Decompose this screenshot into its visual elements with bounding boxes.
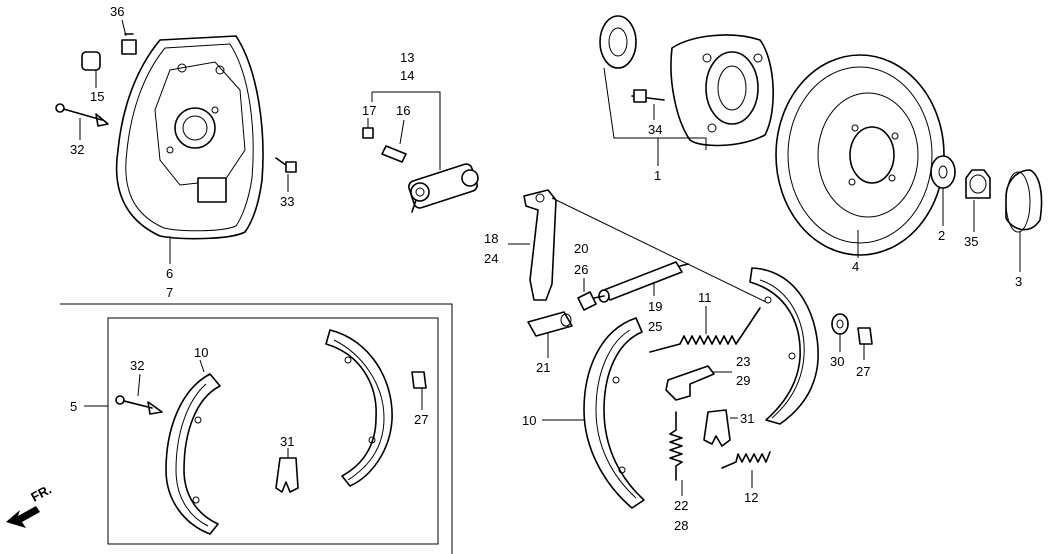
callout-36: 36: [110, 4, 124, 19]
hub-cap-part: [1005, 169, 1043, 233]
callout-23: 23: [736, 354, 750, 369]
callout-30: 30: [830, 354, 844, 369]
callout-24: 24: [484, 251, 498, 266]
adjuster-rod-part: [598, 261, 689, 303]
callout-22: 22: [674, 498, 688, 513]
callout-34: 34: [648, 122, 662, 137]
spring-clip-part: [857, 327, 873, 345]
hub-bearing-part: [670, 34, 774, 147]
callout-31-box: 31: [280, 434, 294, 449]
callout-12: 12: [744, 490, 758, 505]
callout-15: 15: [90, 89, 104, 104]
callout-32-box: 32: [130, 358, 144, 373]
cap-part: [362, 127, 374, 139]
callout-25: 25: [648, 319, 662, 334]
washer-part: [930, 155, 956, 189]
callout-10-box: 10: [194, 345, 208, 360]
mounting-bolt-part: [275, 157, 297, 173]
hub-bolt-part: [631, 89, 665, 103]
spindle-nut-part: [965, 169, 991, 199]
callout-2: 2: [938, 228, 945, 243]
callout-29: 29: [736, 373, 750, 388]
callout-26: 26: [574, 262, 588, 277]
callout-1: 1: [654, 168, 661, 183]
callout-35: 35: [964, 234, 978, 249]
callout-14: 14: [400, 68, 414, 83]
callout-16: 16: [396, 103, 410, 118]
upper-return-spring-part: [649, 307, 761, 353]
brake-shoe-trailing-part: [749, 267, 819, 425]
callout-17: 17: [362, 103, 376, 118]
parking-lever-part: [523, 189, 557, 301]
callout-5: 5: [70, 399, 77, 414]
bleeder-screw-part: [381, 145, 407, 163]
callout-21: 21: [536, 360, 550, 375]
adjuster-lever-part: [665, 365, 715, 401]
front-arrow-icon: [6, 506, 40, 528]
shoe-set-spring-clip-part: [411, 371, 427, 389]
front-direction-label: FR.: [28, 482, 54, 505]
brake-shoe-leading-part: [583, 317, 645, 509]
backing-plate-part: [115, 35, 264, 240]
callout-27-right: 27: [856, 364, 870, 379]
lower-return-spring-part: [669, 411, 683, 481]
hold-down-spring-part: [721, 451, 771, 469]
callout-3: 3: [1015, 274, 1022, 289]
adjuster-bolt-part: [577, 291, 605, 311]
shoe-set-pin-part: [115, 395, 163, 415]
callout-10-middle: 10: [522, 413, 536, 428]
retainer-pin-part: [55, 103, 109, 127]
callout-33: 33: [280, 194, 294, 209]
retainer-clip-part: [703, 409, 731, 447]
brake-drum-part: [775, 54, 945, 256]
shim-washer-part: [831, 313, 849, 335]
wheel-cylinder-part: [408, 163, 479, 213]
callout-labels: 36 15 32 33 6 7 13 14 17 16 34 1 4 2 35 …: [70, 4, 1022, 533]
shoe-set-clip-part: [275, 457, 299, 493]
callout-4: 4: [852, 259, 859, 274]
callout-18: 18: [484, 231, 498, 246]
grommet-plug-part: [81, 51, 101, 71]
adjuster-nut-part: [527, 311, 573, 337]
callout-31-middle: 31: [740, 411, 754, 426]
callout-11: 11: [698, 290, 712, 305]
callout-6: 6: [166, 266, 173, 281]
shoe-set-leading-shoe-part: [165, 373, 221, 535]
callout-19: 19: [648, 299, 662, 314]
callout-28: 28: [674, 518, 688, 533]
callout-13: 13: [400, 50, 414, 65]
callout-7: 7: [166, 285, 173, 300]
callout-27-box: 27: [414, 412, 428, 427]
shoe-set-trailing-shoe-part: [325, 329, 393, 487]
leader-lines: [79, 19, 1021, 496]
shoe-set-box: [60, 303, 453, 554]
callout-20: 20: [574, 241, 588, 256]
callout-32: 32: [70, 142, 84, 157]
oil-seal-part: [599, 15, 637, 69]
bleeder-bolt-part: [121, 33, 137, 55]
